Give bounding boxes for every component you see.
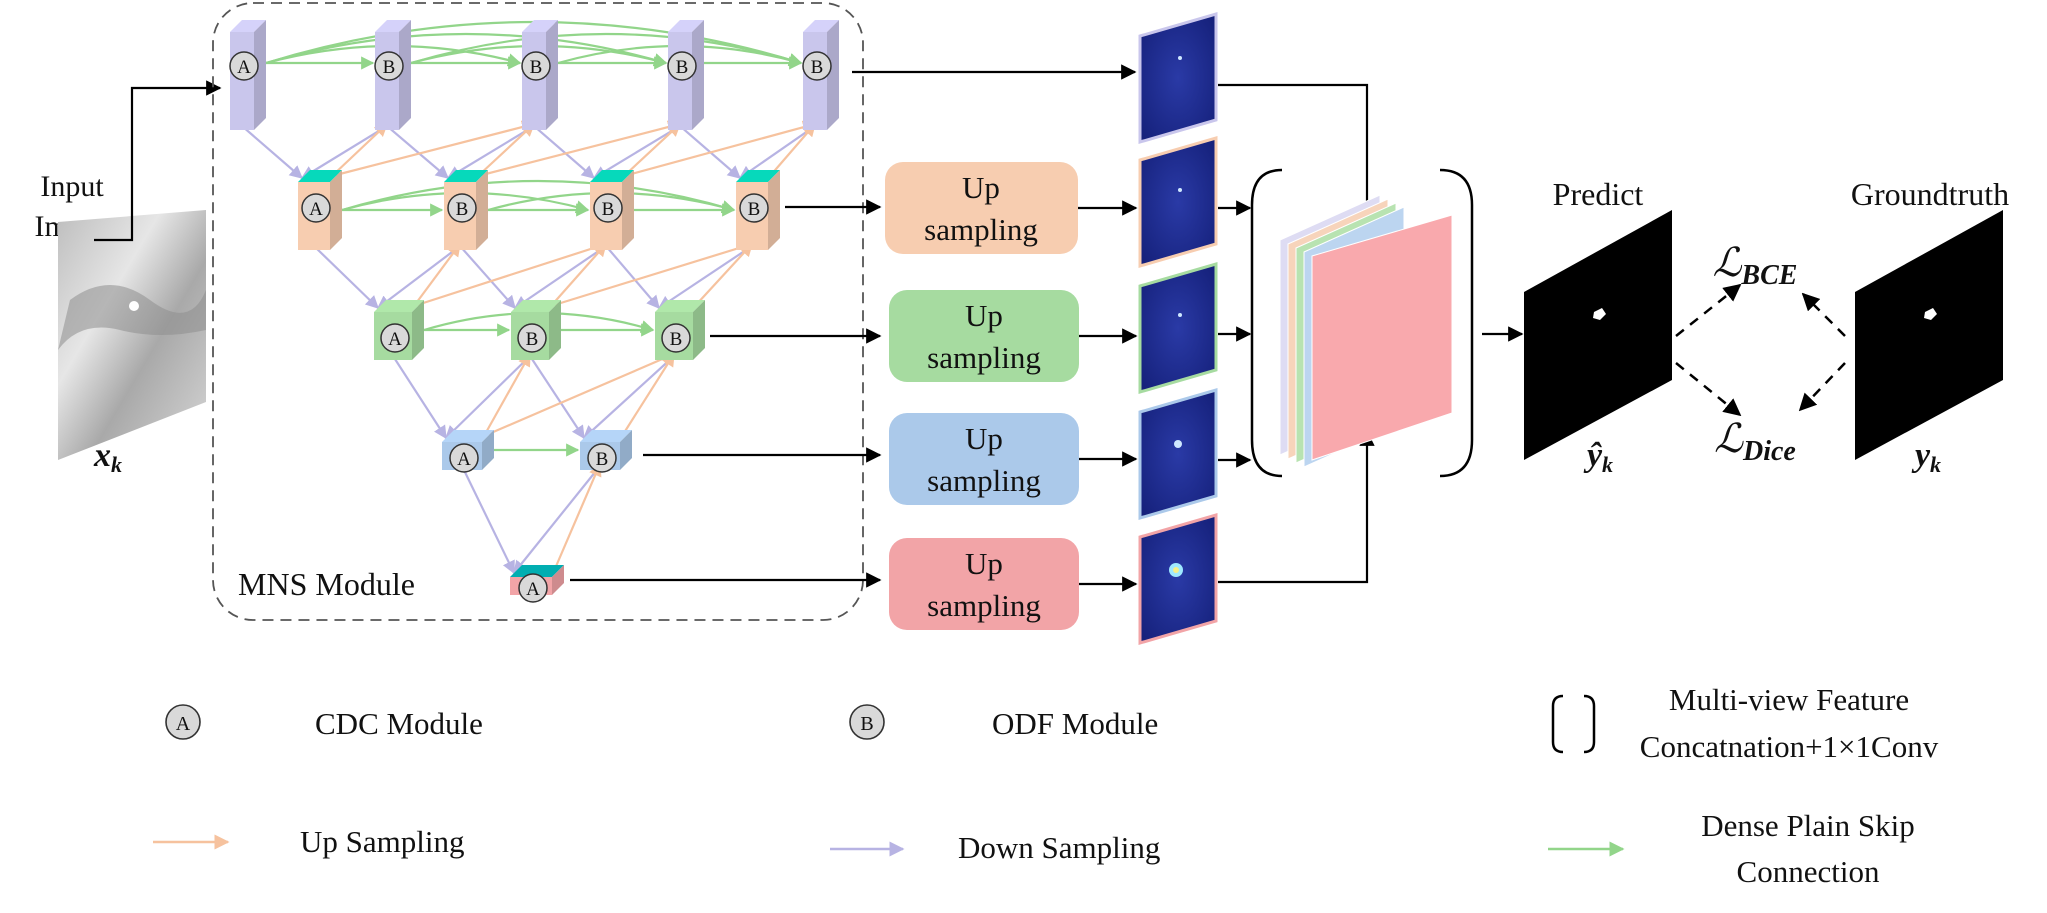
input-var: xk: [93, 437, 122, 477]
mns-node-0-2: B: [521, 20, 558, 130]
odf-node-icon: [374, 51, 404, 81]
mns-node-3-1: B: [580, 430, 632, 473]
mns-node-1-3: B: [736, 170, 780, 250]
odf-node-icon: [802, 51, 832, 81]
mns-node-2-0: A: [374, 300, 424, 360]
svg-text:sampling: sampling: [927, 463, 1041, 498]
mns-node-0-1: B: [374, 20, 411, 130]
mns-node-1-2: B: [590, 170, 634, 250]
odf-node-icon: [593, 193, 623, 223]
groundtruth-title: Groundtruth: [1851, 176, 2009, 212]
feature-map-5: [1138, 513, 1218, 645]
loss-dice: ℒDice: [1714, 416, 1796, 467]
svg-text:B: B: [676, 57, 689, 78]
legend-odf-icon: [849, 704, 885, 740]
svg-text:B: B: [596, 449, 609, 470]
svg-text:sampling: sampling: [927, 588, 1041, 623]
mns-node-2-1: B: [511, 300, 561, 360]
mns-module-box: [212, 2, 864, 621]
svg-text:A: A: [176, 713, 191, 735]
groundtruth-mask: [1855, 210, 2003, 460]
svg-text:B: B: [383, 57, 396, 78]
svg-text:Up: Up: [962, 170, 1000, 205]
upsampling-box-2: Up sampling: [889, 290, 1079, 382]
svg-text:sampling: sampling: [927, 340, 1041, 375]
svg-text:B: B: [530, 57, 543, 78]
legend-skip-label: Dense Plain Skip: [1701, 808, 1915, 843]
mns-module-label: MNS Module: [238, 566, 415, 602]
legend-concat-label-2: Concatnation+1×1Conv: [1640, 729, 1939, 764]
feature-map-1: [1138, 12, 1218, 144]
concat-bracket-left: [1250, 168, 1283, 478]
svg-text:B: B: [456, 199, 469, 220]
legend-skip-label-2: Connection: [1737, 854, 1880, 889]
concat-feature-stack: [1279, 194, 1453, 468]
legend-cdc-label: CDC Module: [315, 706, 483, 741]
svg-text:B: B: [526, 329, 539, 350]
mns-node-0-4: B: [802, 20, 839, 130]
groundtruth-var: yk: [1911, 437, 1941, 477]
feature-map-3: [1138, 262, 1218, 394]
predict-title: Predict: [1553, 176, 1644, 212]
svg-text:B: B: [748, 199, 761, 220]
legend-bracket-icon: [1551, 694, 1564, 754]
odf-node-icon: [587, 443, 617, 473]
loss-bce: ℒBCE: [1713, 240, 1798, 291]
svg-text:A: A: [388, 329, 402, 350]
mns-node-1-0: A: [298, 170, 342, 250]
svg-text:Up: Up: [965, 298, 1003, 333]
legend: A CDC Module B ODF Module Multi-view Fea…: [153, 682, 1939, 889]
svg-text:B: B: [602, 199, 615, 220]
legend-cdc-icon: [165, 704, 201, 740]
feature-map-2: [1138, 136, 1218, 268]
cdc-node-icon: [380, 323, 410, 353]
odf-node-icon: [447, 193, 477, 223]
svg-text:A: A: [237, 57, 251, 78]
legend-odf-label: ODF Module: [992, 706, 1158, 741]
odf-node-icon: [661, 323, 691, 353]
mns-node-3-0: A: [442, 430, 494, 473]
mns-node-0-3: B: [667, 20, 704, 130]
legend-up-label: Up Sampling: [300, 824, 464, 859]
mns-node-2-2: B: [655, 300, 705, 360]
odf-node-icon: [521, 51, 551, 81]
upsampling-box-1: Up sampling: [885, 162, 1078, 254]
svg-text:B: B: [860, 713, 873, 735]
cdc-node-icon: [518, 573, 548, 603]
cdc-node-icon: [301, 193, 331, 223]
mns-node-1-1: B: [444, 170, 488, 250]
mns-node-4-0: A: [510, 565, 564, 603]
svg-text:A: A: [526, 579, 540, 600]
upsampling-box-4: Up sampling: [889, 538, 1079, 630]
odf-node-icon: [667, 51, 697, 81]
svg-text:A: A: [309, 199, 323, 220]
cdc-node-icon: [449, 443, 479, 473]
mns-node-0-0: A: [229, 20, 266, 130]
concat-bracket-right: [1439, 168, 1474, 478]
svg-text:A: A: [457, 449, 471, 470]
svg-text:Up: Up: [965, 421, 1003, 456]
svg-text:Up: Up: [965, 546, 1003, 581]
input-title: Input: [40, 170, 104, 203]
predict-var: ŷk: [1583, 437, 1613, 477]
feature-map-4: [1138, 388, 1218, 520]
svg-text:B: B: [670, 329, 683, 350]
legend-concat-label: Multi-view Feature: [1669, 682, 1909, 717]
input-image: [58, 210, 206, 460]
cdc-node-icon: [229, 51, 259, 81]
upsampling-box-3: Up sampling: [889, 413, 1079, 505]
predict-mask: [1524, 210, 1672, 460]
odf-node-icon: [517, 323, 547, 353]
svg-text:B: B: [811, 57, 824, 78]
svg-text:sampling: sampling: [924, 212, 1038, 247]
odf-node-icon: [739, 193, 769, 223]
legend-down-label: Down Sampling: [958, 830, 1160, 865]
